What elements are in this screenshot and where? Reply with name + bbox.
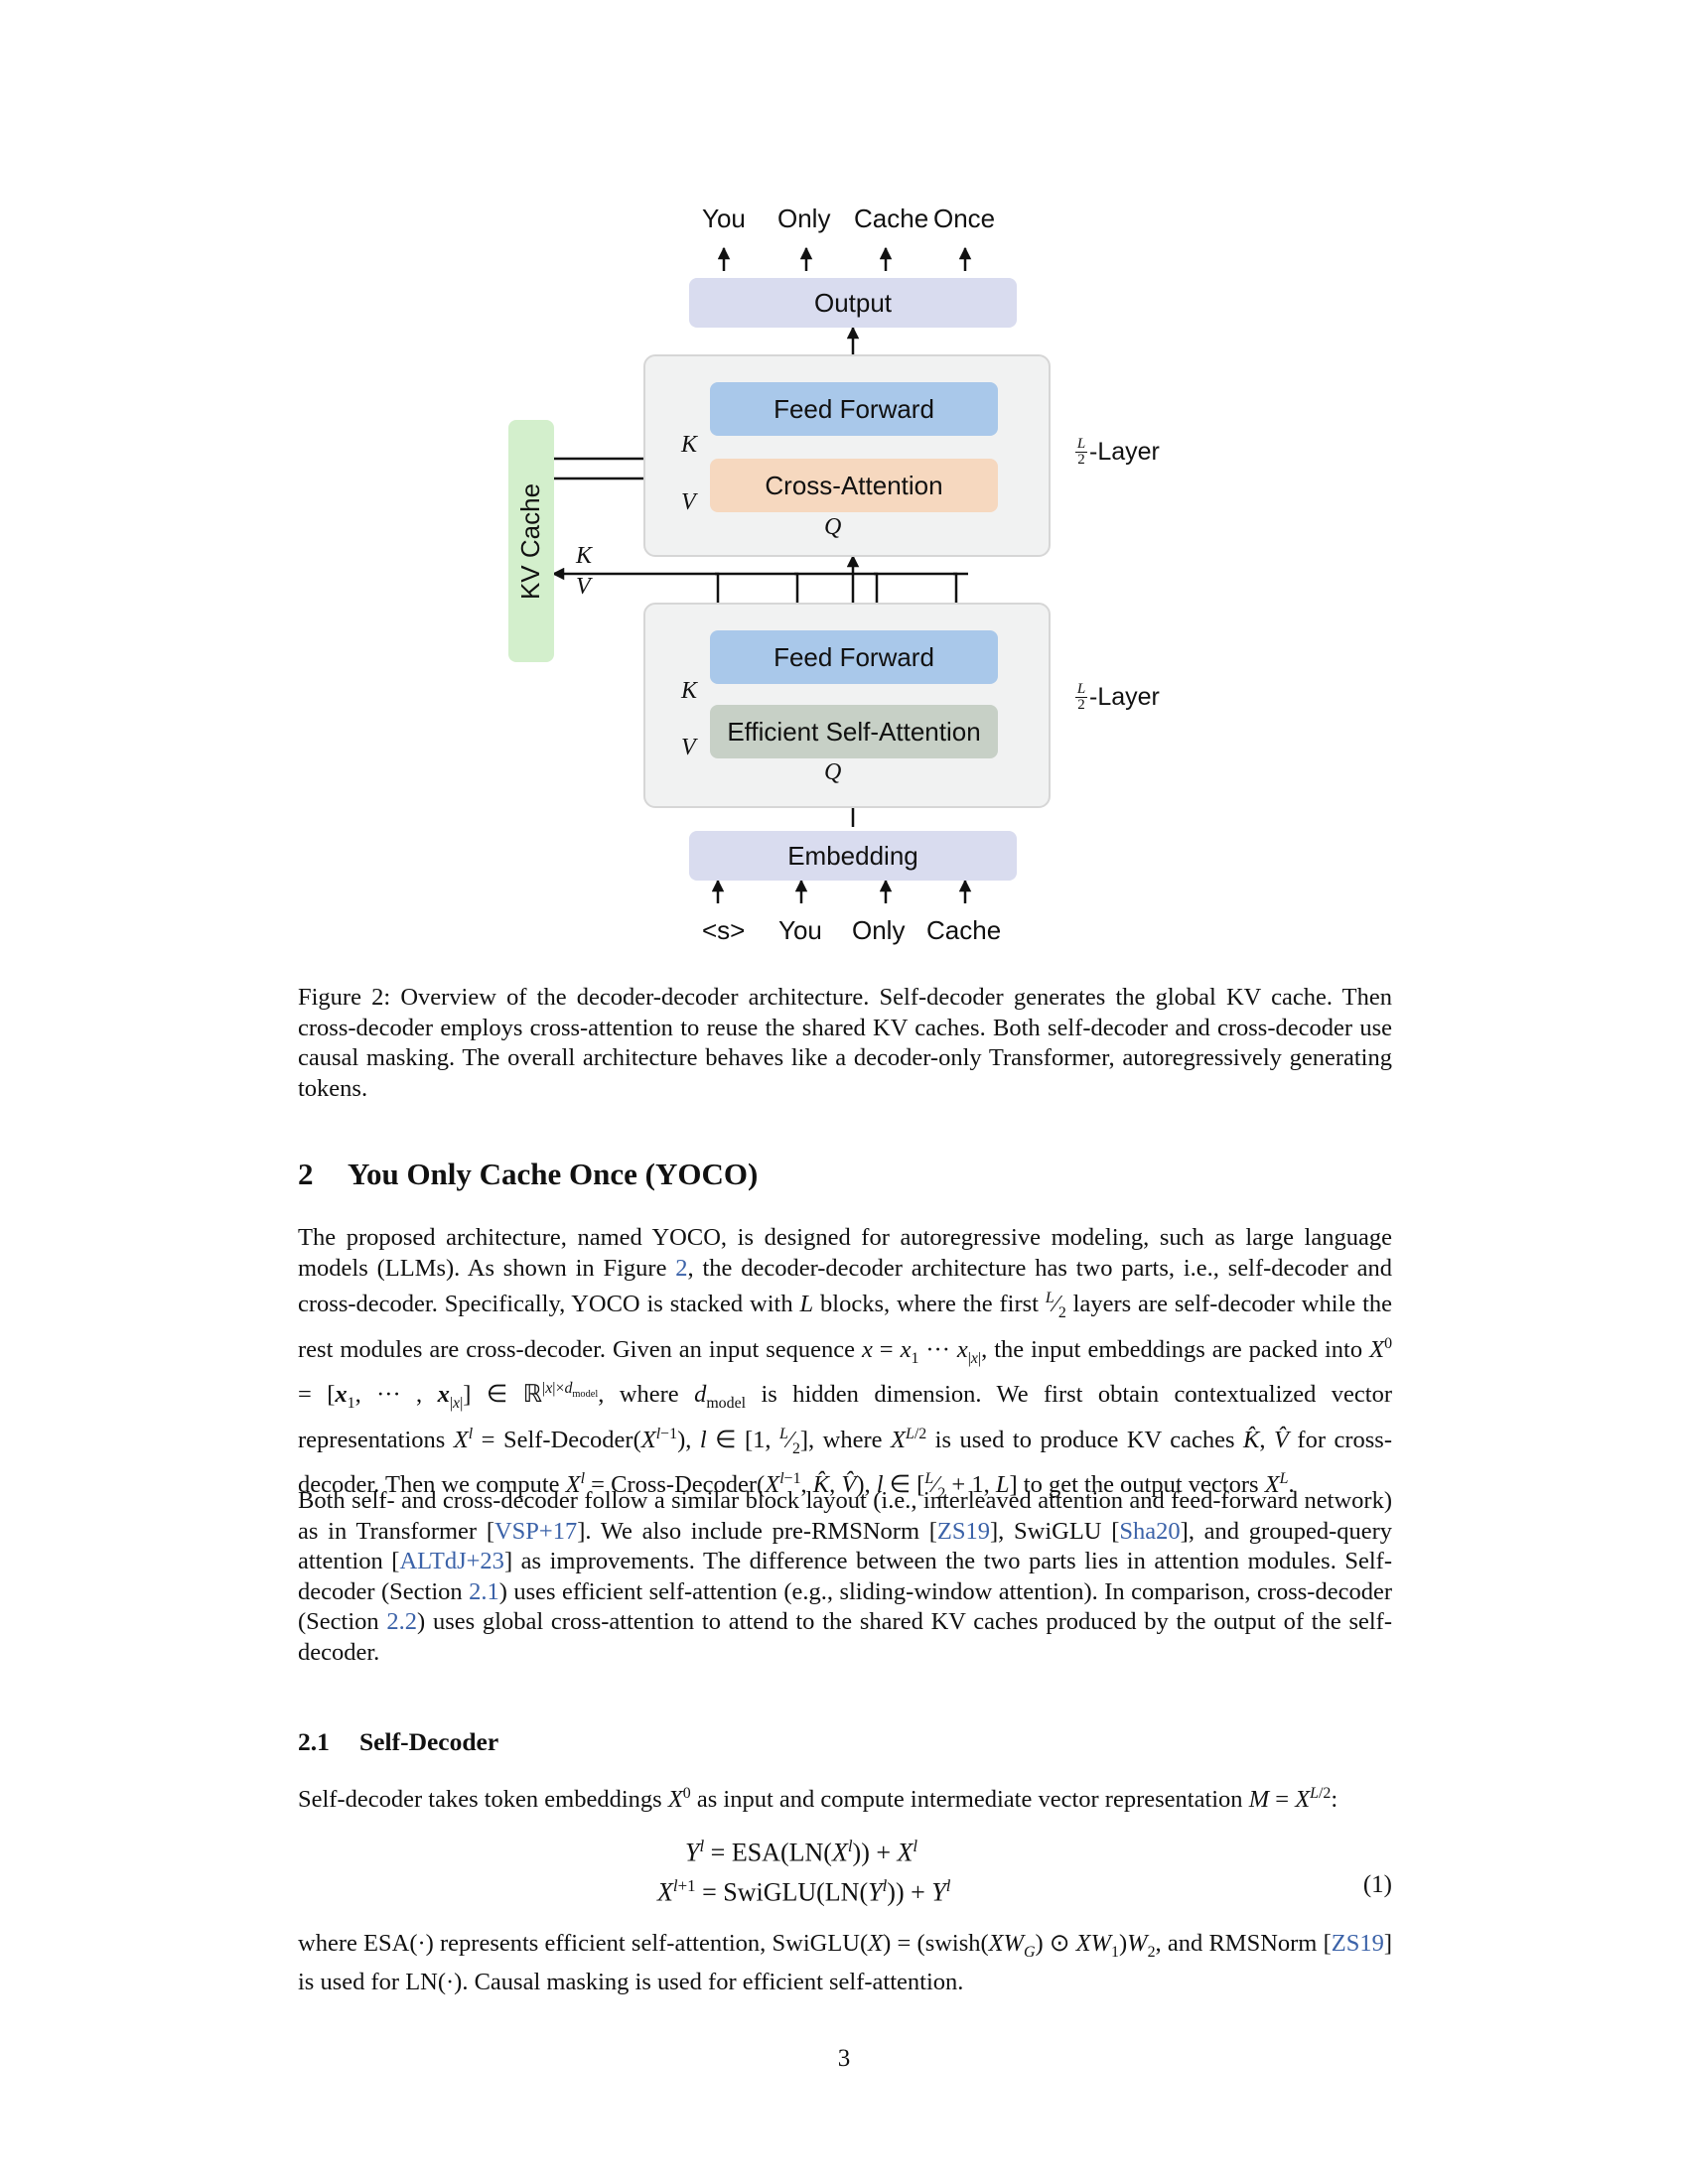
paragraph-esa-definition: where ESA(·) represents efficient self-a… [298,1930,1392,1996]
citation-link[interactable]: ZS19 [936,1517,990,1545]
citation-link[interactable]: VSP+17 [493,1517,578,1545]
input-token: <s> [702,915,746,945]
kv-k-label: K [576,543,593,569]
subsection-heading: 2.1 Self-Decoder [298,1727,498,1757]
paragraph-self-decoder: Self-decoder takes token embeddings X0 a… [298,1785,1338,1814]
section-number: 2 [298,1157,314,1191]
section-title: You Only Cache Once (YOCO) [348,1157,759,1191]
cross-feed-forward-box: Feed Forward [710,382,998,436]
self-q-label: Q [824,759,842,785]
subsection-number: 2.1 [298,1727,330,1756]
input-token: You [778,915,822,945]
section-link[interactable]: 2.1 [469,1577,499,1605]
equation-line: Yl = ESA(LN(Xl)) + Xl [685,1837,918,1867]
input-token: Cache [926,915,1002,945]
kv-cache-box: KV Cache [508,420,554,662]
output-token: Once [933,204,996,233]
paragraph-yoco-intro: The proposed architecture, named YOCO, i… [298,1224,1393,1503]
citation-link[interactable]: ALTdJ+23 [399,1548,504,1574]
self-k-label: K [681,678,698,704]
cross-k-label: K [681,432,698,458]
subsection-title: Self-Decoder [359,1727,499,1756]
figure-ref[interactable]: 2 [675,1254,688,1282]
output-token: Only [777,204,831,233]
output-token: You [702,204,746,233]
equation-number: (1) [1362,1871,1392,1898]
section-heading: 2 You Only Cache Once (YOCO) [298,1157,758,1192]
self-feed-forward-box: Feed Forward [710,630,998,684]
kv-v-label: V [576,574,591,600]
citation-link[interactable]: Sha20 [1119,1517,1181,1545]
equation-line: Xl+1 = SwiGLU(LN(Yl)) + Yl [657,1876,951,1907]
figure-caption: Figure 2: Overview of the decoder-decode… [298,984,1392,1102]
cross-q-label: Q [824,514,842,540]
architecture-figure: You Only Cache Once Output Feed Forward … [496,194,1192,968]
self-v-label: V [681,735,696,760]
cross-v-label: V [681,489,696,515]
page-number: 3 [837,2045,851,2072]
paragraph-block-layout: Both self- and cross-decoder follow a si… [298,1487,1393,1666]
embedding-box: Embedding [689,831,1017,881]
efficient-self-attention-box: Efficient Self-Attention [710,705,998,758]
input-token: Only [852,915,906,945]
section-link[interactable]: 2.2 [386,1608,418,1635]
output-box: Output [689,278,1017,328]
kv-cache-label: KV Cache [515,482,546,600]
citation-link[interactable]: ZS19 [1331,1930,1384,1957]
cross-attention-box: Cross-Attention [710,459,998,512]
output-token: Cache [854,204,929,233]
